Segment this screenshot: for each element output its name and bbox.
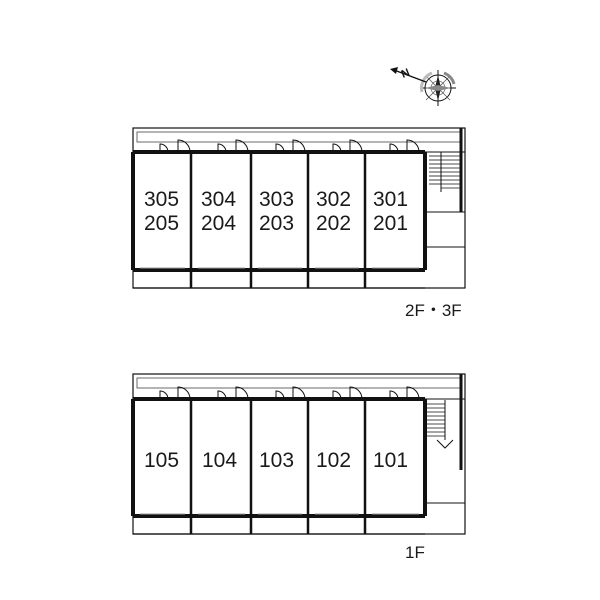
- ground-floor-plan: 105 104 103 102 101 1F: [131, 373, 466, 562]
- unit-304-label: 304: [201, 188, 236, 211]
- unit-203-label: 203: [259, 212, 294, 235]
- unit-102-label: 102: [316, 449, 351, 472]
- unit-202-label: 202: [316, 212, 351, 235]
- unit-204-label: 204: [201, 212, 236, 235]
- unit-101-label: 101: [373, 449, 408, 472]
- unit-201-label: 201: [373, 212, 408, 235]
- upper-corridor: [136, 131, 462, 143]
- ground-corridor: [136, 377, 462, 389]
- upper-floor-label: 2F・3F: [405, 301, 462, 320]
- compass-rose-icon: [390, 67, 456, 106]
- unit-205-label: 205: [144, 212, 179, 235]
- ground-floor-label: 1F: [405, 543, 425, 562]
- unit-303-label: 303: [259, 188, 294, 211]
- unit-104-label: 104: [202, 449, 237, 472]
- upper-doors: [159, 139, 420, 153]
- unit-105-label: 105: [144, 449, 179, 472]
- upper-staircase: [424, 151, 466, 248]
- unit-301-label: 301: [373, 188, 408, 211]
- ground-staircase: [424, 398, 466, 504]
- unit-103-label: 103: [259, 449, 294, 472]
- ground-doors: [159, 386, 420, 400]
- unit-305-label: 305: [144, 188, 179, 211]
- unit-302-label: 302: [316, 188, 351, 211]
- compass-north-label: N: [400, 67, 412, 81]
- upper-floor-plan: 305 205 304 204 303 203 302 202 301 201 …: [131, 127, 466, 320]
